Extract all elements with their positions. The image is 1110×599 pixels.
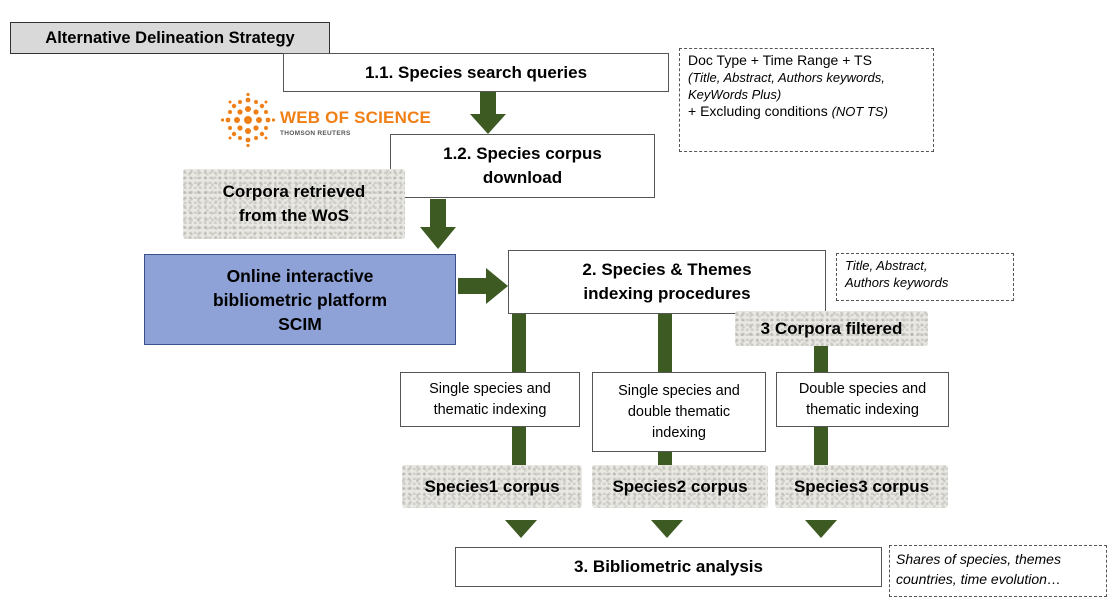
species3-corpus-label: Species3 corpus xyxy=(775,465,948,508)
analysis-outputs-note: Shares of species, themes countries, tim… xyxy=(889,545,1107,597)
query-note-exclusion: + Excluding conditions xyxy=(688,103,832,119)
species1-corpus-text: Species1 corpus xyxy=(424,476,560,496)
corpora-retrieved-label: Corpora retrieved from the WoS xyxy=(183,169,405,239)
query-conditions-note: Doc Type + Time Range + TS (Title, Abstr… xyxy=(679,48,934,152)
step-species-search-queries: 1.1. Species search queries xyxy=(283,53,669,92)
indexing-box-1-line1: Single species and xyxy=(429,380,551,397)
corpora-filtered-label: 3 Corpora filtered xyxy=(735,311,928,346)
step-bibliometric-analysis: 3. Bibliometric analysis xyxy=(455,547,882,587)
step-species-themes-indexing: 2. Species & Themes indexing procedures xyxy=(508,250,826,314)
arrowhead-species1 xyxy=(505,520,537,538)
platform-line1: Online interactive xyxy=(226,265,374,286)
query-note-line4: + Excluding conditions (NOT TS) xyxy=(688,103,925,120)
arrow-corpora-down xyxy=(420,199,456,249)
species1-corpus-label: Species1 corpus xyxy=(402,465,582,508)
corpora-line2: from the WoS xyxy=(238,206,350,225)
step-2-line1: 2. Species & Themes xyxy=(582,260,752,279)
web-of-science-wordmark: WEB OF SCIENCE xyxy=(280,108,432,127)
corpora-line1: Corpora retrieved xyxy=(222,182,366,201)
indexing-box-2-line1: Single species and xyxy=(618,382,740,399)
connector-bar-4 xyxy=(512,427,526,465)
connector-bar-3 xyxy=(814,346,828,372)
indexing-box-2-line3: indexing xyxy=(651,424,706,441)
scim-platform-box: Online interactive bibliometric platform… xyxy=(144,254,456,345)
query-note-line1: Doc Type + Time Range + TS xyxy=(688,52,872,68)
species3-corpus-text: Species3 corpus xyxy=(793,476,930,496)
indexing-fields-note: Title, Abstract, Authors keywords xyxy=(836,253,1014,301)
arrow-search-to-download xyxy=(470,92,506,134)
connector-bar-6 xyxy=(814,427,828,465)
corpora-filtered-text: 3 Corpora filtered xyxy=(760,318,903,338)
indexing-box-double-species-thematic: Double species and thematic indexing xyxy=(776,372,949,427)
query-note-not-ts: (NOT TS) xyxy=(831,104,888,119)
strategy-title-text: Alternative Delineation Strategy xyxy=(45,28,295,47)
species2-corpus-text: Species2 corpus xyxy=(612,476,748,496)
indexing-note-line2: Authors keywords xyxy=(845,275,949,290)
arrow-platform-to-indexing xyxy=(458,268,508,304)
step-11-label: 1.1. Species search queries xyxy=(364,62,588,82)
analysis-note-line1: Shares of species, themes xyxy=(896,551,1061,567)
web-of-science-logo: WEB OF SCIENCE THOMSON REUTERS xyxy=(218,92,470,148)
indexing-box-3-line1: Double species and xyxy=(798,380,927,397)
arrowhead-species2 xyxy=(651,520,683,538)
arrowhead-species3 xyxy=(805,520,837,538)
step-12-line2: download xyxy=(482,168,563,187)
indexing-box-single-species-thematic: Single species and thematic indexing xyxy=(400,372,580,427)
indexing-box-2-line2: double thematic xyxy=(627,403,731,420)
thomson-reuters-text: THOMSON REUTERS xyxy=(280,130,351,137)
indexing-box-3-line2: thematic indexing xyxy=(806,401,919,418)
analysis-note-line2: countries, time evolution… xyxy=(896,571,1061,587)
step-12-line1: 1.2. Species corpus xyxy=(443,144,602,163)
connector-bar-5 xyxy=(658,452,672,465)
platform-line2: bibliometric platform xyxy=(212,289,388,310)
step-2-line2: indexing procedures xyxy=(583,284,751,303)
web-of-science-logo-mark xyxy=(220,92,276,148)
connector-bar-2 xyxy=(658,314,672,372)
indexing-box-1-line2: thematic indexing xyxy=(433,401,547,418)
query-note-line2: (Title, Abstract, Authors keywords, xyxy=(688,70,885,85)
platform-line3: SCIM xyxy=(278,313,322,334)
indexing-note-line1: Title, Abstract, xyxy=(845,258,928,273)
strategy-title: Alternative Delineation Strategy xyxy=(10,22,330,54)
step-3-label: 3. Bibliometric analysis xyxy=(574,557,763,576)
step-species-corpus-download: 1.2. Species corpus download xyxy=(390,134,655,198)
indexing-box-single-species-double-thematic: Single species and double thematic index… xyxy=(592,372,766,452)
query-note-line3: KeyWords Plus) xyxy=(688,87,782,102)
species2-corpus-label: Species2 corpus xyxy=(592,465,768,508)
connector-bar-1 xyxy=(512,314,526,372)
